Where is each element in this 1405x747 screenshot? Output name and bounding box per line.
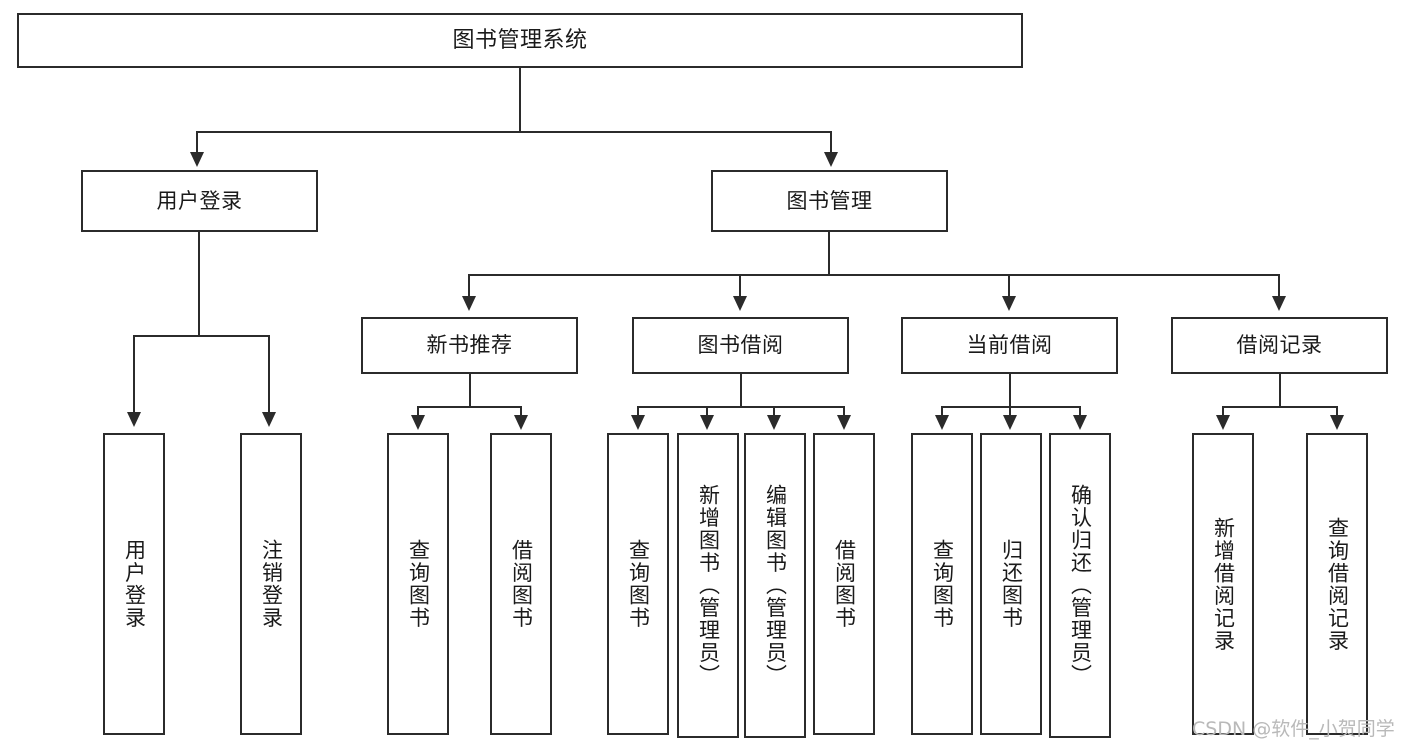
node-label: 查询图书	[626, 539, 651, 629]
arrowhead-leaf-query-book-3	[935, 415, 949, 430]
node-label: 新增图书（管理员）	[696, 484, 721, 687]
connector-bm-drop-new-book	[468, 274, 470, 299]
arrowhead-book-borrow	[733, 296, 747, 311]
node-label: 图书管理	[786, 188, 873, 213]
node-label: 查询借阅记录	[1325, 516, 1350, 652]
arrowhead-leaf-borrow-book-2	[837, 415, 851, 430]
connector-br-stem	[1279, 374, 1281, 408]
connector-root-stem	[519, 68, 521, 133]
node-leaf-user-login[interactable]: 用户登录	[103, 433, 165, 735]
connector-cb-bus	[941, 406, 1081, 408]
connector-bb-drop-4	[843, 406, 845, 418]
connector-root-bus	[196, 131, 832, 133]
connector-cb-stem	[1009, 374, 1011, 408]
connector-bm-drop-borrow-record	[1278, 274, 1280, 299]
arrowhead-borrow-record	[1272, 296, 1286, 311]
node-leaf-borrow-book-2[interactable]: 借阅图书	[813, 433, 875, 735]
node-label: 借阅图书	[832, 539, 857, 629]
node-label: 借阅记录	[1236, 333, 1323, 358]
connector-bb-bus	[637, 406, 845, 408]
node-label: 新书推荐	[426, 333, 513, 358]
connector-user-login-drop-2	[268, 335, 270, 415]
node-book-management[interactable]: 图书管理	[711, 170, 948, 232]
node-leaf-edit-book[interactable]: 编辑图书（管理员）	[744, 433, 806, 738]
csdn-watermark: CSDN @软件_小贺同学	[1192, 718, 1395, 740]
arrowhead-leaf-confirm-return	[1073, 415, 1087, 430]
node-label: 用户登录	[122, 539, 147, 629]
node-leaf-query-book-1[interactable]: 查询图书	[387, 433, 449, 735]
node-root-book-management-system[interactable]: 图书管理系统	[17, 13, 1023, 68]
node-user-login[interactable]: 用户登录	[81, 170, 318, 232]
arrowhead-leaf-user-login	[127, 412, 141, 427]
connector-root-to-user-login	[196, 131, 198, 155]
arrowhead-leaf-edit-book	[767, 415, 781, 430]
node-new-book-recommend[interactable]: 新书推荐	[361, 317, 578, 374]
connector-cb-drop-2	[1009, 406, 1011, 418]
node-label: 用户登录	[156, 188, 243, 213]
node-leaf-query-book-2[interactable]: 查询图书	[607, 433, 669, 735]
connector-br-drop-2	[1336, 406, 1338, 418]
node-leaf-confirm-return[interactable]: 确认归还（管理员）	[1049, 433, 1111, 738]
connector-bb-stem	[740, 374, 742, 408]
node-label: 注销登录	[259, 539, 284, 629]
arrowhead-leaf-logout	[262, 412, 276, 427]
node-label: 查询图书	[406, 539, 431, 629]
connector-nbr-stem	[469, 374, 471, 408]
connector-bb-drop-3	[773, 406, 775, 418]
connector-book-management-stem	[828, 232, 830, 276]
connector-cb-drop-1	[941, 406, 943, 418]
node-label: 归还图书	[999, 539, 1024, 629]
connector-nbr-drop-1	[417, 406, 419, 418]
connector-book-management-bus	[468, 274, 1280, 276]
node-label: 查询图书	[930, 539, 955, 629]
node-leaf-add-record[interactable]: 新增借阅记录	[1192, 433, 1254, 735]
node-leaf-borrow-book-1[interactable]: 借阅图书	[490, 433, 552, 735]
node-leaf-add-book[interactable]: 新增图书（管理员）	[677, 433, 739, 738]
arrowhead-current-borrow	[1002, 296, 1016, 311]
connector-bb-drop-2	[706, 406, 708, 418]
node-book-borrow[interactable]: 图书借阅	[632, 317, 849, 374]
connector-user-login-drop-1	[133, 335, 135, 415]
arrowhead-user-login	[190, 152, 204, 167]
connector-bm-drop-book-borrow	[739, 274, 741, 299]
arrowhead-leaf-query-book-2	[631, 415, 645, 430]
connector-bb-drop-1	[637, 406, 639, 418]
arrowhead-leaf-query-book-1	[411, 415, 425, 430]
arrowhead-leaf-query-record	[1330, 415, 1344, 430]
node-leaf-logout[interactable]: 注销登录	[240, 433, 302, 735]
connector-bm-drop-current-borrow	[1008, 274, 1010, 299]
connector-user-login-bus	[133, 335, 270, 337]
connector-nbr-bus	[417, 406, 522, 408]
node-leaf-query-record[interactable]: 查询借阅记录	[1306, 433, 1368, 735]
node-label: 新增借阅记录	[1211, 516, 1236, 652]
node-label: 确认归还（管理员）	[1068, 484, 1093, 687]
connector-root-to-book-management	[830, 131, 832, 155]
arrowhead-new-book-recommend	[462, 296, 476, 311]
connector-br-drop-1	[1222, 406, 1224, 418]
arrowhead-leaf-add-book	[700, 415, 714, 430]
node-label: 编辑图书（管理员）	[763, 484, 788, 687]
connector-nbr-drop-2	[520, 406, 522, 418]
arrowhead-book-management	[824, 152, 838, 167]
node-current-borrow[interactable]: 当前借阅	[901, 317, 1118, 374]
connector-br-bus	[1222, 406, 1338, 408]
node-label: 借阅图书	[509, 539, 534, 629]
node-label: 当前借阅	[966, 333, 1053, 358]
arrowhead-leaf-add-record	[1216, 415, 1230, 430]
connector-user-login-stem	[198, 232, 200, 337]
node-label: 图书管理系统	[452, 27, 588, 53]
connector-cb-drop-3	[1079, 406, 1081, 418]
node-leaf-query-book-3[interactable]: 查询图书	[911, 433, 973, 735]
arrowhead-leaf-return-book	[1003, 415, 1017, 430]
node-label: 图书借阅	[697, 333, 784, 358]
node-borrow-record[interactable]: 借阅记录	[1171, 317, 1388, 374]
arrowhead-leaf-borrow-book-1	[514, 415, 528, 430]
node-leaf-return-book[interactable]: 归还图书	[980, 433, 1042, 735]
